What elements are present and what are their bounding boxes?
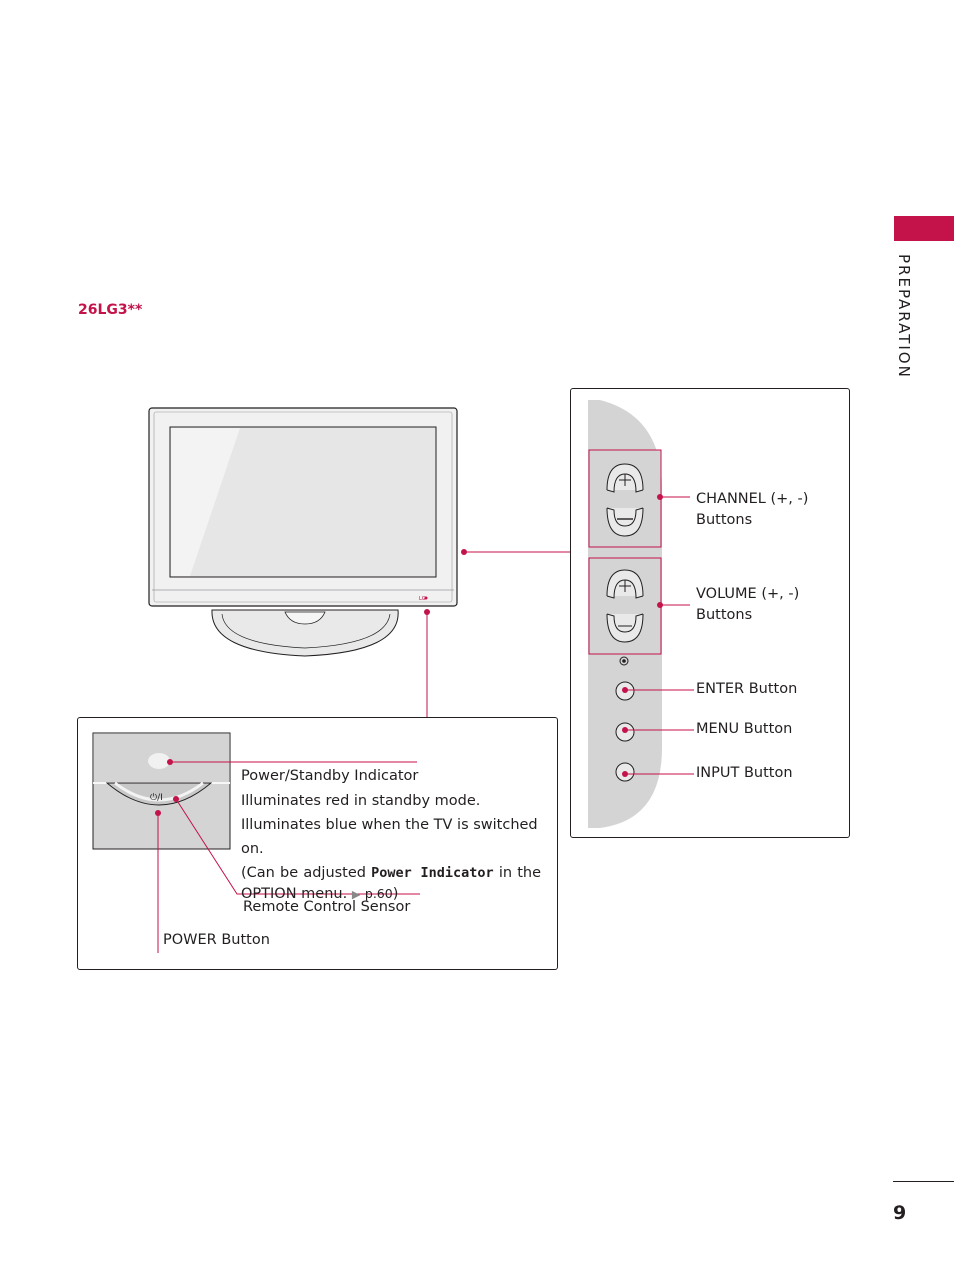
tv-indicator-dot	[424, 596, 428, 600]
desc-line-4-end: )	[392, 886, 399, 902]
section-tab-label: PREPARATION	[895, 254, 913, 379]
power-button-label: POWER Button	[163, 932, 270, 948]
menu-callout-dot	[622, 727, 628, 733]
volume-callout-dot	[657, 602, 663, 608]
remote-sensor-callout-dot	[173, 796, 179, 802]
page-reference-arrow-icon: ▶	[351, 888, 361, 901]
remote-control-sensor-label: Remote Control Sensor	[243, 899, 411, 915]
desc-line-2: Illuminates blue when the TV is switched…	[241, 817, 538, 857]
desc-line-3: (Can be adjusted Power Indicator in the	[241, 861, 541, 885]
desc-line-4-start: OPTION menu.	[241, 886, 352, 902]
page-reference: p.60	[364, 886, 393, 901]
input-callout-dot	[622, 771, 628, 777]
remote-sensor-callout-line	[175, 798, 420, 895]
section-tab-marker	[894, 216, 954, 241]
model-heading: 26LG3**	[78, 302, 143, 318]
tv-bezel-inner	[153, 411, 453, 603]
panel-indicator-dot	[622, 659, 626, 663]
volume-down-button[interactable]	[606, 613, 644, 643]
desc-line-1: Illuminates red in standby mode.	[241, 793, 481, 809]
power-standby-indicator-label: Power/Standby Indicator	[241, 768, 419, 784]
power-standby-description: Illuminates red in standby mode. Illumin…	[241, 789, 541, 907]
tv-stand-base	[211, 609, 399, 657]
side-control-panel-drawing	[588, 400, 694, 828]
front-panel-drawing: ⏻/I	[92, 732, 420, 953]
power-symbol-icon: ⏻/I	[150, 792, 163, 803]
power-standby-indicator	[148, 753, 170, 769]
panel-indicator-ring	[619, 656, 629, 666]
tv-stand-rim	[221, 613, 391, 649]
volume-buttons-label-line1: VOLUME (+, -)	[696, 586, 800, 602]
volume-buttons-label-line2: Buttons	[696, 607, 753, 623]
side-panel-connector-dot	[461, 549, 467, 555]
tv-illustration: LG	[148, 407, 458, 657]
desc-line-4: OPTION menu. ▶ p.60)	[241, 882, 541, 907]
power-button-highlight	[114, 781, 204, 802]
page-number-rule	[893, 1181, 954, 1182]
page-number: 9	[893, 1202, 907, 1224]
channel-buttons-label-line2: Buttons	[696, 512, 753, 528]
desc-line-3-start: (Can be adjusted	[241, 865, 372, 881]
desc-line-3-end: in the	[493, 865, 542, 881]
power-standby-callout-dot	[167, 759, 173, 765]
power-button-housing	[105, 782, 213, 806]
enter-button-label: ENTER Button	[696, 681, 798, 697]
channel-down-button[interactable]	[606, 507, 644, 537]
channel-callout-dot	[657, 494, 663, 500]
menu-button-label: MENU Button	[696, 721, 793, 737]
tv-stand-neck	[284, 611, 326, 625]
enter-callout-dot	[622, 687, 628, 693]
power-indicator-keyword: Power Indicator	[371, 865, 494, 881]
channel-buttons-label-line1: CHANNEL (+, -)	[696, 491, 809, 507]
tv-logo: LG	[419, 596, 426, 602]
front-panel-connector-dot	[424, 609, 430, 615]
input-button-label: INPUT Button	[696, 765, 793, 781]
power-button-callout-dot	[155, 810, 161, 816]
tv-screen-reflection	[171, 428, 240, 576]
